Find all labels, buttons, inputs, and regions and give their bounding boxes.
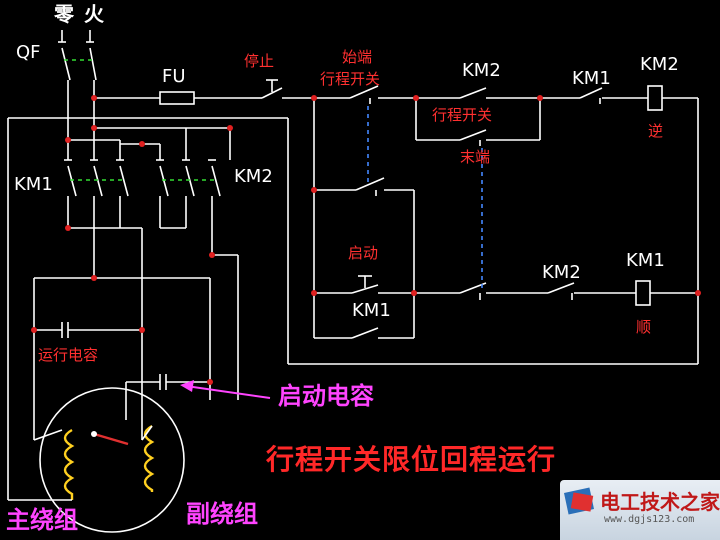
start-end-label-1: 始端	[342, 48, 373, 66]
breaker-label: QF	[16, 42, 41, 63]
km2-interlock-label: KM2	[542, 262, 581, 283]
neutral-return	[7, 117, 698, 500]
main-winding-label: 主绕组	[6, 506, 78, 534]
start-capacitor	[125, 374, 210, 420]
site-logo: 电工技术之家 www.dgjs123.com	[560, 480, 720, 540]
main-winding-coil	[63, 428, 75, 500]
km1-aux-label: KM1	[572, 68, 611, 89]
live-label: 火	[84, 2, 104, 26]
reverse-label: 逆	[648, 122, 664, 140]
km2-main-label: KM2	[234, 166, 273, 187]
aux-winding-coil	[143, 424, 155, 492]
logo-url: www.dgjs123.com	[604, 514, 695, 525]
start-end-label-2: 行程开关	[320, 70, 381, 88]
forward-label: 顺	[636, 318, 652, 336]
diagram-title: 行程开关限位回程运行	[266, 443, 557, 476]
km1-coil-label: KM1	[626, 250, 665, 271]
start-label: 启动	[348, 244, 379, 262]
stop-label: 停止	[244, 52, 275, 70]
end-switch-branch	[415, 98, 541, 146]
breaker-qf	[58, 30, 97, 96]
start-capacitor-arrowhead	[180, 380, 194, 392]
km2-aux-label: KM2	[462, 60, 501, 81]
run-capacitor-label: 运行电容	[38, 346, 99, 364]
fuse-label: FU	[162, 66, 186, 87]
start-branch	[313, 98, 415, 339]
end-switch-label: 末端	[460, 148, 491, 166]
forward-rung	[414, 280, 698, 306]
km1-main-label: KM1	[14, 174, 53, 195]
motor	[8, 387, 185, 533]
limit-switch-label: 行程开关	[432, 106, 493, 124]
start-capacitor-arrow	[185, 385, 271, 399]
aux-winding-label: 副绕组	[186, 500, 258, 528]
neutral-label: 零	[54, 2, 74, 26]
logo-name: 电工技术之家	[600, 490, 720, 514]
logo-mark-icon	[564, 487, 595, 515]
start-capacitor-label: 启动电容	[278, 382, 374, 410]
km1-hold-label: KM1	[352, 300, 391, 321]
run-capacitor	[34, 322, 143, 440]
junction-nodes	[31, 95, 701, 385]
control-line-top	[94, 79, 699, 364]
km2-coil-label: KM2	[640, 54, 679, 75]
